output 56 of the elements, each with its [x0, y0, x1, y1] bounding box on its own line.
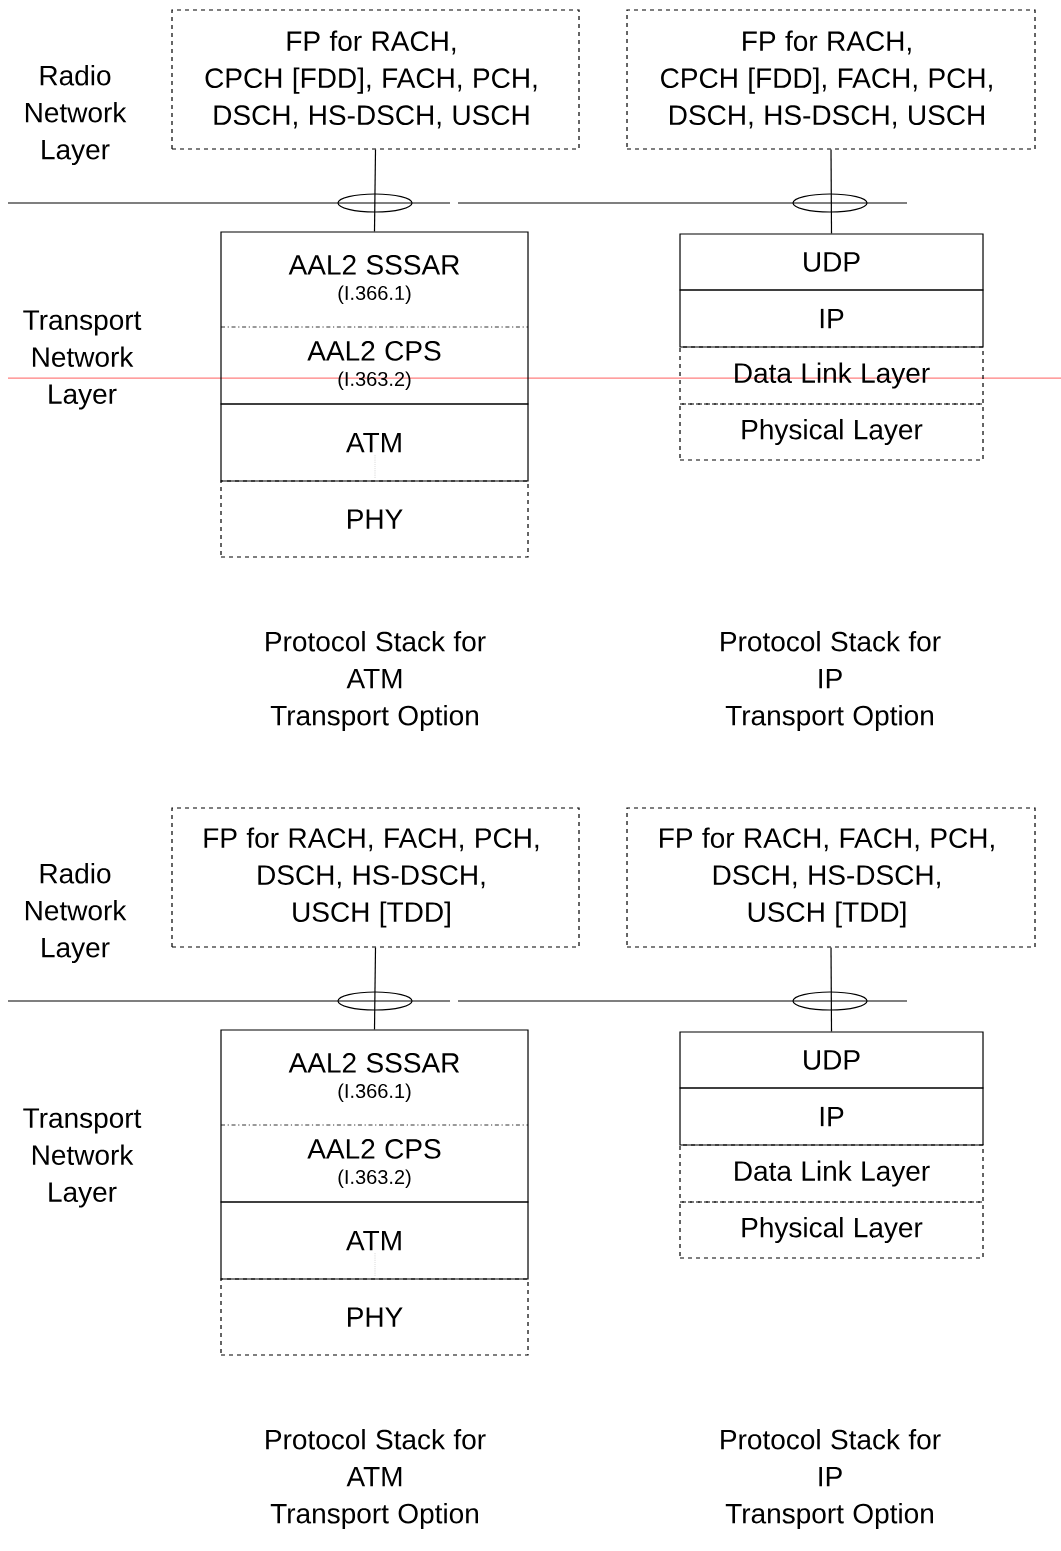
stack-caption: Protocol Stack for IP Transport Option [721, 630, 941, 732]
stack-caption: Protocol Stack for ATM Transport Option [266, 630, 486, 732]
stack-caption: Protocol Stack for IP Transport Option [721, 1428, 941, 1530]
frame-protocol-box [171, 9, 580, 150]
frame-protocol-box [626, 807, 1036, 948]
connector-line [373, 947, 377, 1030]
layer-name: ATM [346, 1230, 401, 1251]
standard-reference: (I.363.2) [338, 371, 411, 390]
protocol-box [679, 233, 984, 291]
protocol-box [679, 1201, 984, 1259]
layer-name: UDP [804, 1050, 860, 1070]
protocol-box [220, 480, 529, 558]
layer-name: AAL2 SSSAR [288, 255, 460, 275]
protocol-box [220, 1124, 529, 1203]
standard-reference: (I.363.2) [338, 1169, 411, 1188]
standard-reference: (I.366.1) [338, 1083, 411, 1102]
protocol-box [679, 1144, 984, 1203]
layer-name: UDP [804, 252, 860, 272]
protocol-box [679, 346, 984, 405]
connector-line [373, 149, 377, 232]
layer-label: Transport Network Layer [23, 310, 142, 410]
layer-name: ATM [346, 432, 401, 453]
frame-protocol-box [626, 9, 1036, 150]
protocol-box [679, 403, 984, 461]
layer-name: AAL2 CPS [307, 1139, 441, 1159]
protocol-box [220, 403, 529, 482]
layer-name: Data Link Layer [735, 362, 930, 389]
protocol-box [679, 1031, 984, 1089]
layer-name: FP for RACH, FACH, PCH, DSCH, HS-DSCH, USCH [TDD] [204, 827, 539, 928]
layer-label: Transport Network Layer [23, 1108, 142, 1208]
stack-caption: Protocol Stack for ATM Transport Option [266, 1428, 486, 1530]
protocol-box [220, 1278, 529, 1356]
protocol-box [220, 1201, 529, 1280]
layer-name: AAL2 CPS [307, 341, 441, 361]
protocol-box [220, 1029, 529, 1126]
connector-line [830, 947, 833, 1032]
standard-reference: (I.366.1) [338, 285, 411, 304]
layer-name: PHY [348, 509, 403, 529]
layer-name: FP for RACH, FACH, PCH, DSCH, HS-DSCH, USCH [TDD] [660, 827, 994, 928]
protocol-box [220, 231, 529, 328]
protocol-box [679, 289, 984, 348]
frame-protocol-box [171, 807, 580, 948]
layer-name: Data Link Layer [735, 1160, 930, 1187]
layer-name: PHY [348, 1307, 403, 1327]
layer-label: Radio Network Layer [25, 862, 127, 964]
protocol-box [679, 1087, 984, 1146]
layer-name: Physical Layer [742, 418, 923, 446]
layer-name: FP for RACH, CPCH [FDD], FACH, PCH, DSCH, HS-DSCH, USCH [661, 30, 992, 129]
layer-name: IP [820, 1106, 844, 1127]
connector-line [830, 149, 833, 234]
layer-name: IP [820, 308, 844, 329]
layer-name: AAL2 SSSAR [288, 1053, 460, 1073]
protocol-box [220, 326, 529, 405]
layer-name: Physical Layer [742, 1216, 923, 1244]
layer-name: FP for RACH, CPCH [FDD], FACH, PCH, DSCH, HS-DSCH, USCH [205, 30, 537, 129]
layer-label: Radio Network Layer [25, 64, 127, 166]
